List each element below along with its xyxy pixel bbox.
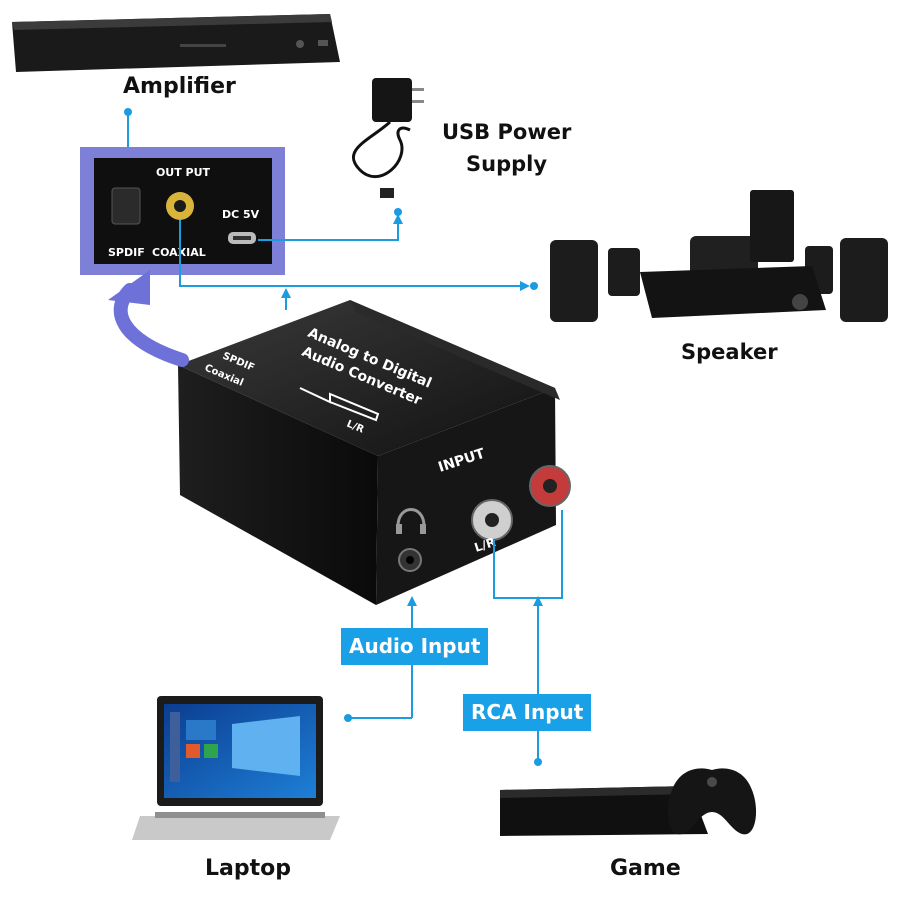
rca-input-tag: RCA Input (463, 694, 592, 731)
output-panel-title: OUT PUT (156, 166, 211, 179)
laptop-label: Laptop (205, 856, 291, 881)
amplifier-device-icon (12, 14, 340, 72)
headphone-icon (396, 508, 426, 527)
usb-power-label-line2: Supply (466, 152, 548, 176)
usb-power-adapter-icon (352, 78, 424, 198)
curved-arrow-icon (108, 270, 189, 367)
amplifier-label: Amplifier (123, 74, 236, 99)
rca-cable-line (493, 510, 563, 599)
converter-lr-jacks-label: L/R (473, 535, 498, 555)
speaker-system-icon (550, 190, 888, 322)
game-label: Game (610, 856, 681, 881)
usb-power-line (258, 214, 403, 241)
output-coaxial-label: COAXIAL (152, 246, 206, 259)
output-dc-label: DC 5V (222, 208, 260, 221)
speaker-label: Speaker (681, 340, 778, 364)
spdif-port-icon (111, 187, 141, 225)
laptop-icon (132, 696, 340, 840)
speaker-link-line (179, 220, 530, 291)
audio-input-tag: Audio Input (341, 628, 489, 665)
converter-box-icon (178, 300, 571, 605)
output-spdif-label: SPDIF (108, 246, 145, 259)
output-panel (80, 147, 285, 275)
usb-power-label-line1: USB Power (442, 120, 572, 144)
game-console-icon (500, 768, 757, 836)
controller-icon (667, 768, 757, 835)
